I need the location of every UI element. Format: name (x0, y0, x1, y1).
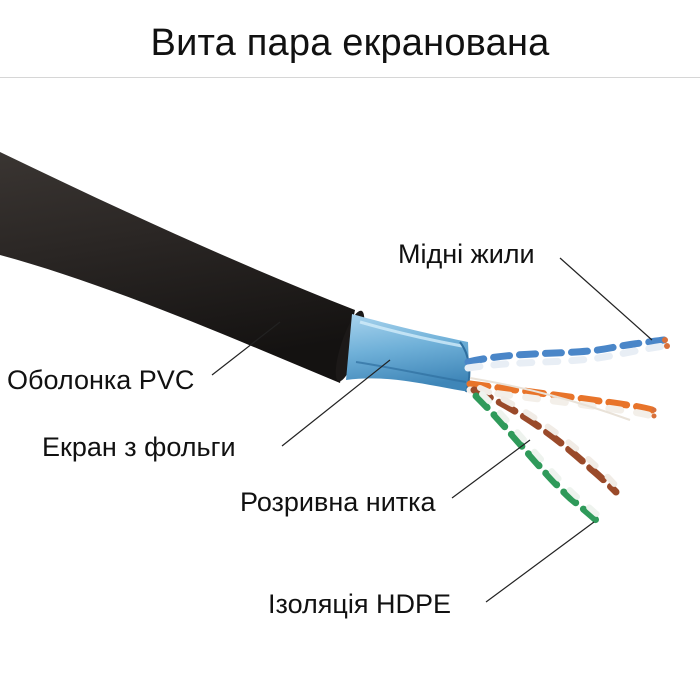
leader-copper (559, 257, 653, 341)
label-rip-cord: Розривна нитка (240, 487, 436, 517)
page-title: Вита пара екранована (150, 22, 550, 64)
pair-brown (470, 385, 623, 496)
label-copper-conductors: Мідні жили (398, 239, 535, 269)
leader-rip (451, 439, 531, 499)
leader-foil (281, 359, 391, 447)
leader-pvc (211, 321, 281, 376)
pvc-jacket (0, 152, 355, 383)
pair-green (472, 391, 605, 526)
rip-cord (469, 377, 631, 421)
pair-blue (464, 336, 668, 372)
label-foil-shield: Екран з фольги (42, 432, 236, 462)
foil-shield (346, 314, 470, 392)
copper-conductors (651, 337, 670, 419)
pair-orange (466, 380, 656, 420)
leader-hdpe (485, 521, 595, 603)
leader-lines (211, 257, 653, 603)
label-pvc-jacket: Оболонка PVC (7, 365, 195, 395)
label-hdpe-insulation: Ізоляція HDPE (268, 589, 451, 619)
title-divider (0, 77, 700, 78)
